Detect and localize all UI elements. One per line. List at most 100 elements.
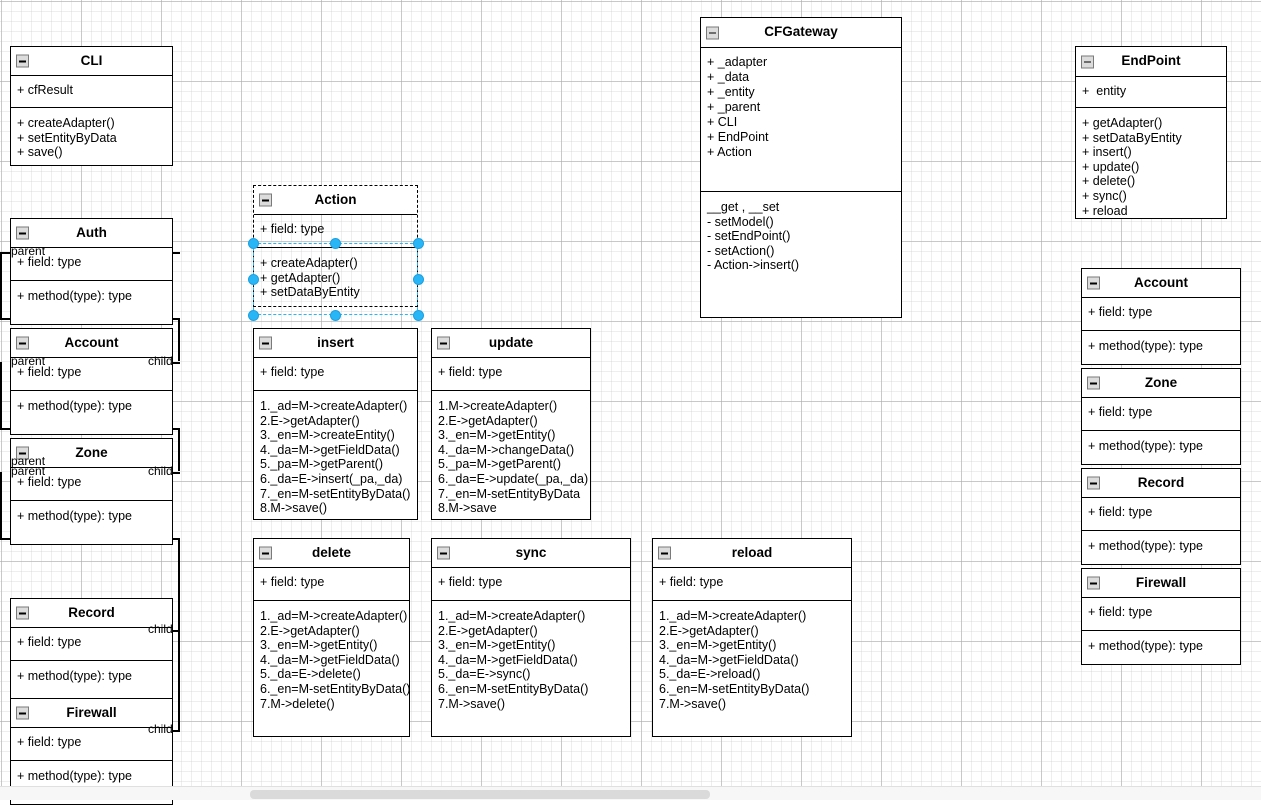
connector-record-to-firewall[interactable] [178, 600, 180, 730]
uml-attribute: + field: type [1088, 605, 1153, 619]
uml-class-update[interactable]: update + field: type 1.M->createAdapter()2… [431, 328, 591, 520]
uml-attribute: + field: type [1088, 305, 1153, 319]
collapse-minus-icon[interactable] [437, 336, 450, 350]
uml-operation: 5._da=E->reload() [659, 667, 761, 682]
uml-class-cli[interactable]: CLI+ cfResult+ createAdapter()+ setEntit… [10, 46, 173, 166]
uml-operation: 3._en=M->getEntity() [260, 638, 378, 653]
uml-class-header-zone-left[interactable]: Zone [11, 439, 172, 468]
uml-class-header-update[interactable]: update [432, 329, 590, 358]
uml-class-header-cli[interactable]: CLI [11, 47, 172, 76]
resize-handle-s[interactable] [330, 309, 341, 321]
uml-class-header-delete[interactable]: delete [254, 539, 409, 568]
collapse-minus-icon[interactable] [1087, 376, 1100, 390]
collapse-minus-icon[interactable] [16, 706, 29, 720]
uml-class-cfgateway[interactable]: CFGateway+ _adapter+ _data+ _entity+ _pa… [700, 17, 902, 318]
uml-operation: 3._en=M->getEntity() [659, 638, 777, 653]
uml-operation: 4._da=M->getFieldData() [438, 652, 578, 667]
uml-class-header-account-left[interactable]: Account [11, 329, 172, 358]
uml-operation: + method(type): type [1088, 439, 1203, 453]
resize-handle-w[interactable] [247, 273, 259, 285]
uml-class-header-endpoint[interactable]: EndPoint [1076, 47, 1226, 77]
uml-class-name: Record [1137, 475, 1185, 490]
connector-zone-right-down[interactable] [178, 538, 180, 633]
collapse-minus-icon[interactable] [259, 546, 272, 560]
uml-class-name: Record [68, 605, 115, 620]
uml-class-zone-left[interactable]: Zone+ field: type+ method(type): type [10, 438, 173, 545]
uml-class-header-sync[interactable]: sync [432, 539, 630, 568]
uml-class-auth[interactable]: Auth+ field: type+ method(type): type [10, 218, 173, 325]
uml-class-name: update [488, 335, 534, 350]
uml-operation: 2.E->getAdapter() [438, 623, 538, 638]
uml-class-delete[interactable]: delete + field: type 1._ad=M->createAdapte… [253, 538, 410, 737]
collapse-minus-icon[interactable] [1087, 276, 1100, 290]
uml-operation: 4._da=M->getFieldData() [260, 442, 400, 457]
connector-account-left-down[interactable] [0, 362, 2, 430]
connector-account-right-down[interactable] [178, 428, 180, 471]
resize-handle-se[interactable] [412, 309, 424, 321]
uml-class-header-account-right[interactable]: Account [1082, 269, 1240, 298]
collapse-minus-icon[interactable] [706, 26, 719, 39]
horizontal-scrollbar-track[interactable] [0, 786, 1261, 800]
uml-class-header-cfgateway[interactable]: CFGateway [701, 18, 901, 48]
horizontal-scrollbar-thumb[interactable] [250, 790, 710, 799]
uml-class-name: Zone [1144, 375, 1178, 390]
uml-class-firewall-right[interactable]: Firewall + field: type + method(type): typ… [1081, 568, 1241, 665]
uml-attribute: + field: type [438, 365, 503, 379]
uml-class-record-right[interactable]: Record+ field: type+ method(type): type [1081, 468, 1241, 565]
uml-class-name: CLI [80, 53, 103, 68]
collapse-minus-icon[interactable] [1087, 576, 1100, 590]
uml-class-account-right[interactable]: Account+ field: type+ method(type): type [1081, 268, 1241, 365]
resize-handle-nw[interactable] [247, 237, 259, 249]
collapse-minus-icon[interactable] [16, 226, 29, 240]
resize-handle-n[interactable] [330, 237, 341, 249]
uml-attribute: + field: type [260, 575, 325, 589]
collapse-minus-icon[interactable] [1081, 55, 1094, 68]
uml-operation: 8.M->save() [260, 501, 328, 516]
collapse-minus-icon[interactable] [658, 546, 671, 560]
uml-class-header-insert[interactable]: insert [254, 329, 417, 358]
uml-class-header-record-right[interactable]: Record [1082, 469, 1240, 498]
uml-operation: + setEntityByData [17, 130, 117, 145]
resize-handle-ne[interactable] [412, 237, 424, 249]
uml-class-header-firewall-right[interactable]: Firewall [1082, 569, 1240, 598]
uml-operation: 7._en=M-setEntityByData() [260, 486, 411, 501]
edge-label-zone-parent-b: parent [11, 464, 46, 478]
uml-class-account-left[interactable]: Account+ field: type+ method(type): type [10, 328, 173, 435]
uml-operations-delete: 1._ad=M->createAdapter()2.E->getAdapter(… [254, 601, 410, 736]
edge-label-zone-child: child [148, 464, 173, 478]
uml-class-header-auth[interactable]: Auth [11, 219, 172, 248]
uml-class-header-action[interactable]: Action [254, 186, 417, 215]
uml-operation: 4._da=M->getFieldData() [659, 652, 799, 667]
connector-auth-right-down[interactable] [178, 318, 180, 361]
uml-class-zone-right[interactable]: Zone + field: type + method(type): type [1081, 368, 1241, 465]
uml-attributes-zone-right: + field: type [1082, 398, 1240, 431]
collapse-minus-icon[interactable] [259, 193, 272, 207]
uml-class-header-reload[interactable]: reload [653, 539, 851, 568]
connector-zone-left-down[interactable] [0, 472, 2, 540]
resize-handle-sw[interactable] [247, 309, 259, 321]
uml-operations-firewall-right: + method(type): type [1082, 631, 1240, 664]
uml-operation: + method(type): type [17, 669, 132, 683]
collapse-minus-icon[interactable] [16, 606, 29, 620]
collapse-minus-icon[interactable] [437, 546, 450, 560]
collapse-minus-icon[interactable] [16, 54, 29, 68]
uml-class-record-left[interactable]: Record+ field: type+ method(type): type [10, 598, 173, 705]
collapse-minus-icon[interactable] [1087, 476, 1100, 490]
collapse-minus-icon[interactable] [259, 336, 272, 350]
connector-auth-left-down[interactable] [0, 252, 2, 320]
resize-handle-e[interactable] [412, 273, 424, 285]
collapse-minus-icon[interactable] [16, 446, 29, 460]
uml-class-header-firewall-left[interactable]: Firewall [11, 699, 172, 728]
uml-class-header-zone-right[interactable]: Zone [1082, 369, 1240, 398]
uml-operation: __get , __set [707, 200, 780, 214]
uml-class-endpoint[interactable]: EndPoint+ entity+ getAdapter()+ setDataB… [1075, 46, 1227, 219]
uml-class-header-record-left[interactable]: Record [11, 599, 172, 628]
uml-operation: - setEndPoint() [707, 229, 791, 244]
diagram-canvas[interactable] [0, 0, 1261, 786]
collapse-minus-icon[interactable] [16, 336, 29, 350]
uml-operations-update: 1.M->createAdapter()2.E->getAdapter()3._… [432, 391, 590, 519]
uml-operation: + method(type): type [1088, 539, 1203, 553]
